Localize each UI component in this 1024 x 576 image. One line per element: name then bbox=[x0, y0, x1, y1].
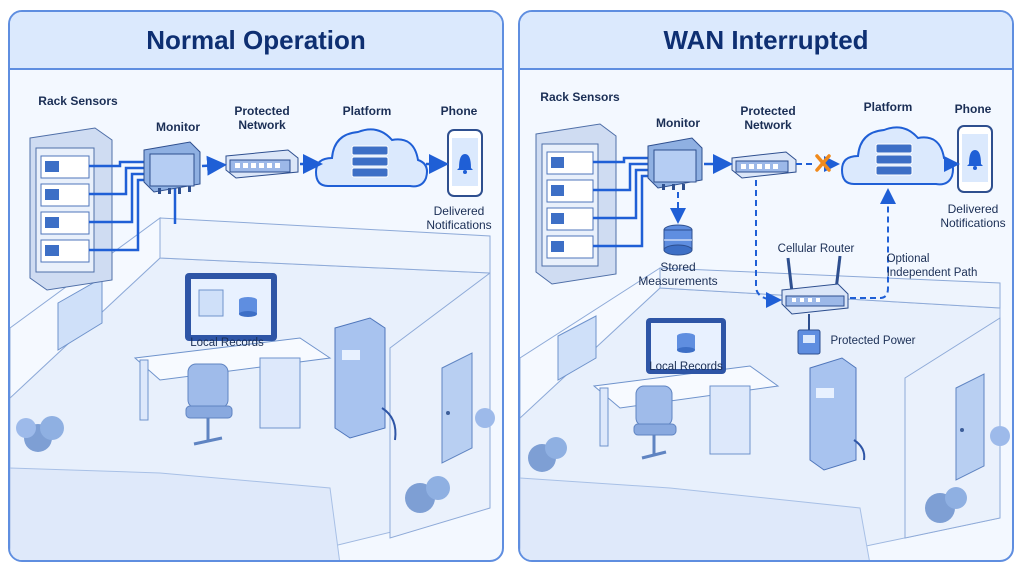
sensor-cables bbox=[89, 160, 177, 252]
protected-power-label: Protected Power bbox=[830, 335, 916, 347]
database-icon bbox=[663, 224, 693, 256]
server-tower bbox=[809, 357, 866, 471]
delivered-notifications-label-line2: Notifications bbox=[426, 218, 492, 232]
local-records-label: Local Records bbox=[190, 337, 264, 349]
delivered-notifications-label-line1: Delivered bbox=[433, 204, 485, 218]
wan-interrupted-scene bbox=[520, 123, 1010, 560]
platform-label: Platform bbox=[863, 100, 913, 114]
dashed-backup-paths bbox=[670, 156, 960, 308]
protected-network-label-line2: Network bbox=[238, 118, 286, 132]
rack-sensors-label: Rack Sensors bbox=[540, 90, 620, 104]
wan-interrupted-panel: WAN Interrupted bbox=[518, 10, 1014, 562]
cloud-platform-icon bbox=[840, 126, 954, 186]
delivered-notifications-label-line2: Notifications bbox=[940, 216, 1006, 230]
monitor-device bbox=[143, 141, 201, 194]
office-chair bbox=[633, 385, 677, 460]
wan-interrupted-title: WAN Interrupted bbox=[520, 12, 1012, 70]
stored-measurements-label-line2: Measurements bbox=[638, 274, 718, 288]
optional-path-label-line2: Independent Path bbox=[886, 267, 978, 279]
stored-measurements-label-line1: Stored bbox=[660, 260, 696, 274]
office-chair bbox=[185, 363, 233, 446]
phone-icon bbox=[447, 129, 483, 197]
bush bbox=[528, 437, 567, 472]
cellular-router-icon bbox=[781, 255, 849, 315]
normal-operation-panel: Normal Operation bbox=[8, 10, 504, 562]
computer-monitor bbox=[185, 273, 277, 341]
phone-label: Phone bbox=[954, 102, 992, 116]
protected-network-label-line1: Protected bbox=[740, 104, 796, 118]
monitor-label: Monitor bbox=[656, 116, 700, 130]
monitor-label: Monitor bbox=[156, 120, 200, 134]
sensor-cables bbox=[593, 156, 648, 248]
desk bbox=[133, 337, 332, 429]
server-tower bbox=[334, 317, 397, 441]
local-records-label: Local Records bbox=[649, 361, 723, 373]
network-switch bbox=[225, 149, 299, 179]
bush bbox=[925, 426, 1010, 523]
rack-sensors-label: Rack Sensors bbox=[38, 94, 118, 108]
protected-network-label-line1: Protected bbox=[234, 104, 290, 118]
protected-power-icon bbox=[797, 314, 821, 355]
bush bbox=[405, 408, 495, 513]
optional-path-label-line1: Optional bbox=[886, 253, 930, 265]
room bbox=[520, 267, 1001, 560]
rack-sensors bbox=[29, 127, 113, 291]
rack-sensors bbox=[535, 123, 617, 285]
computer-monitor bbox=[646, 318, 726, 374]
normal-operation-title: Normal Operation bbox=[10, 12, 502, 70]
data-flow-arrows bbox=[201, 154, 449, 176]
phone-label: Phone bbox=[440, 104, 478, 118]
cellular-router-label: Cellular Router bbox=[777, 243, 855, 255]
delivered-notifications-label-line1: Delivered bbox=[947, 202, 999, 216]
network-switch bbox=[731, 151, 797, 179]
bush bbox=[16, 416, 64, 452]
wan-failure-x-icon bbox=[815, 154, 831, 172]
phone-icon bbox=[957, 125, 993, 193]
cloud-platform-icon bbox=[314, 128, 428, 188]
monitor-device bbox=[647, 137, 703, 190]
platform-label: Platform bbox=[342, 104, 392, 118]
protected-network-label-line2: Network bbox=[744, 118, 792, 132]
normal-operation-scene bbox=[10, 127, 495, 560]
